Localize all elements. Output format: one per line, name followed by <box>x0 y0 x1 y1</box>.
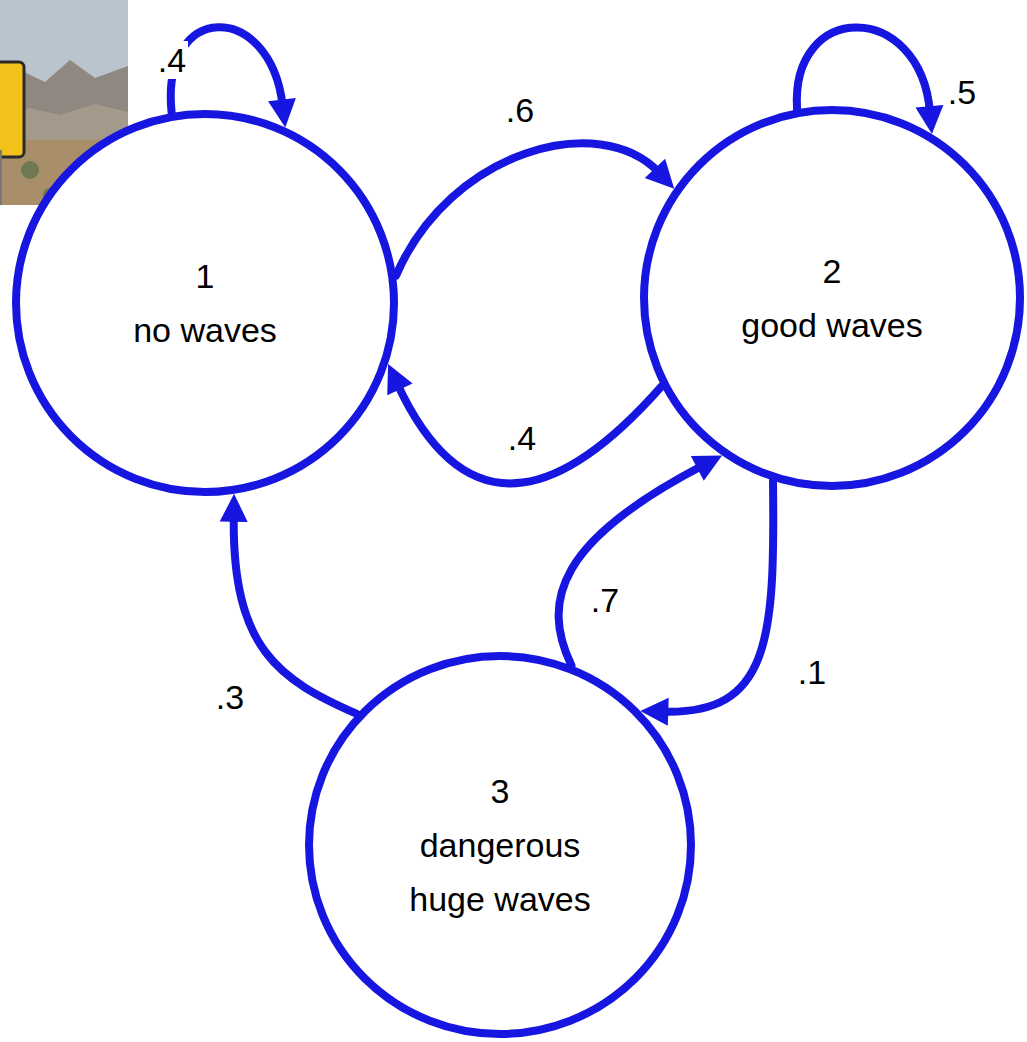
state-number: 2 <box>823 244 842 298</box>
transition-line <box>559 466 703 666</box>
transition-arrow <box>396 143 674 275</box>
transition-line <box>396 143 659 275</box>
state-name: no waves <box>133 303 277 357</box>
transition-arrow <box>387 364 661 483</box>
circle-outline <box>12 110 398 496</box>
state-number: 3 <box>491 764 510 818</box>
transition-arrow <box>640 481 773 726</box>
circle-outline <box>640 106 1024 490</box>
transition-probability: .4 <box>506 419 538 457</box>
transition-probability: .1 <box>796 653 828 691</box>
transition-probability: .6 <box>504 91 536 129</box>
transition-probability: .4 <box>156 41 188 79</box>
transition-probability: .3 <box>214 678 246 716</box>
state-number: 1 <box>196 249 215 303</box>
transition-line <box>663 481 774 712</box>
transition-arrow <box>559 455 723 665</box>
state-name: dangerous huge waves <box>385 818 615 926</box>
arrow-head <box>645 159 674 189</box>
arrow-head <box>387 364 412 395</box>
arrow-head <box>691 455 722 480</box>
transition-line <box>797 28 930 112</box>
transition-line <box>398 384 662 483</box>
transition-line <box>234 516 357 714</box>
transition-probability: .5 <box>946 73 978 111</box>
state-circle: 3dangerous huge waves <box>305 652 695 1038</box>
state-name: good waves <box>741 298 922 352</box>
state-circle: 2good waves <box>640 106 1024 490</box>
transition-probability: .7 <box>589 581 621 619</box>
state-circle: 1no waves <box>12 110 398 496</box>
arrow-head <box>220 494 248 522</box>
